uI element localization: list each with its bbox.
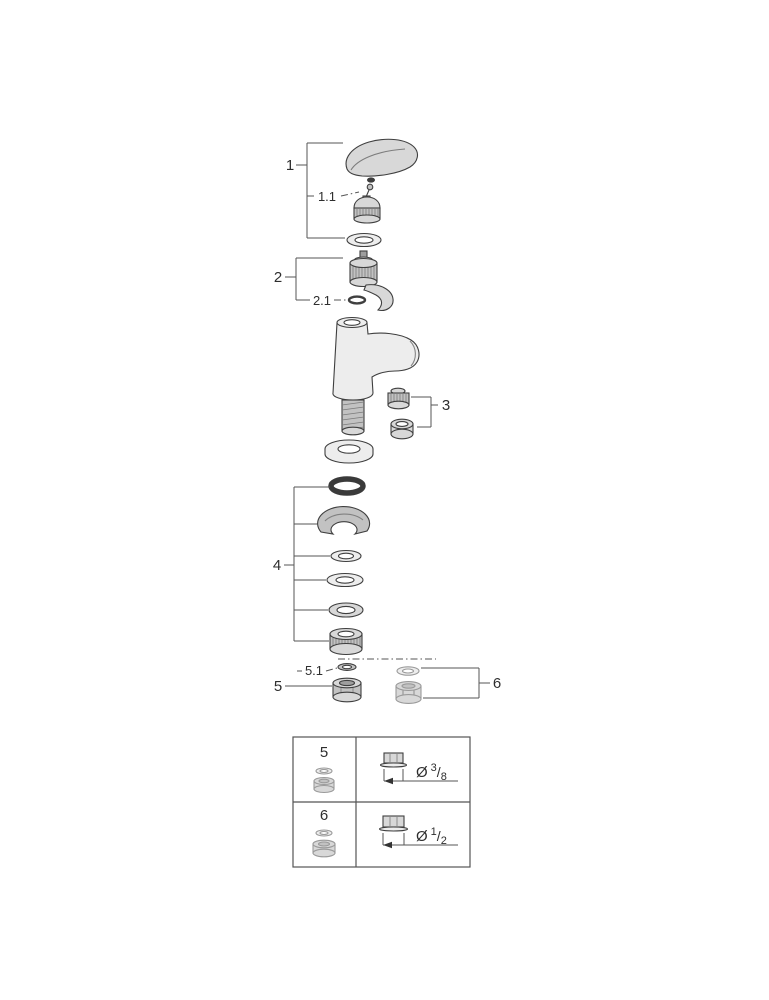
mounting-nut-part bbox=[332, 677, 362, 703]
callout-2-label: 2 bbox=[274, 269, 282, 286]
seal-ring-part bbox=[337, 663, 357, 671]
callout-4: 4 bbox=[273, 486, 330, 642]
legend-row-6-washer-icon bbox=[315, 829, 333, 837]
callout-1-1-label: 1.1 bbox=[318, 189, 336, 204]
legend-row-5-number: 5 bbox=[320, 744, 328, 761]
callout-2-1-label: 2.1 bbox=[313, 293, 331, 308]
alternative-nut-part bbox=[395, 681, 422, 704]
callout-5-label: 5 bbox=[274, 678, 282, 695]
callout-2-1: 2.1 bbox=[313, 293, 348, 308]
legend-row-5-nut-icon bbox=[313, 776, 335, 794]
alternative-washer-part bbox=[396, 666, 420, 676]
callout-1: 1 bbox=[286, 142, 345, 239]
cartridge-cap-part bbox=[353, 195, 381, 224]
washer-medium-part bbox=[326, 572, 364, 588]
washer-small-part bbox=[330, 549, 362, 563]
flange-washer-part bbox=[324, 439, 374, 464]
legend-row-6-number: 6 bbox=[320, 807, 328, 824]
cartridge-o-ring-part bbox=[347, 295, 367, 305]
aerator-part bbox=[387, 387, 414, 440]
callout-4-label: 4 bbox=[273, 557, 281, 574]
legend-row-5-washer-icon bbox=[315, 767, 333, 775]
callout-5-1-label: 5.1 bbox=[305, 663, 323, 678]
callout-6-label: 6 bbox=[493, 675, 501, 692]
friction-ring-part bbox=[328, 602, 364, 618]
handle-screw-part bbox=[365, 183, 374, 198]
legend-row-6-nut-icon bbox=[312, 839, 336, 858]
dimension-arrow-left bbox=[383, 841, 392, 849]
lever-handle-part bbox=[345, 138, 419, 183]
cap-washer-part bbox=[346, 232, 382, 248]
callout-5: 5 bbox=[274, 678, 332, 695]
callout-1-label: 1 bbox=[286, 157, 294, 174]
callout-3: 3 bbox=[411, 396, 450, 428]
callout-5-1: 5.1 bbox=[297, 663, 338, 678]
callout-2: 2 bbox=[274, 257, 343, 301]
callout-3-label: 3 bbox=[442, 397, 450, 414]
dimension-arrow-left bbox=[384, 777, 393, 785]
gasket-o-ring-part bbox=[328, 476, 366, 496]
callout-1-1: 1.1 bbox=[307, 189, 360, 204]
knurled-nut-part bbox=[329, 627, 363, 656]
callout-6: 6 bbox=[421, 667, 501, 699]
horseshoe-bracket-part bbox=[317, 506, 371, 536]
cartridge-part bbox=[349, 250, 394, 311]
faucet-body-part bbox=[332, 316, 420, 436]
